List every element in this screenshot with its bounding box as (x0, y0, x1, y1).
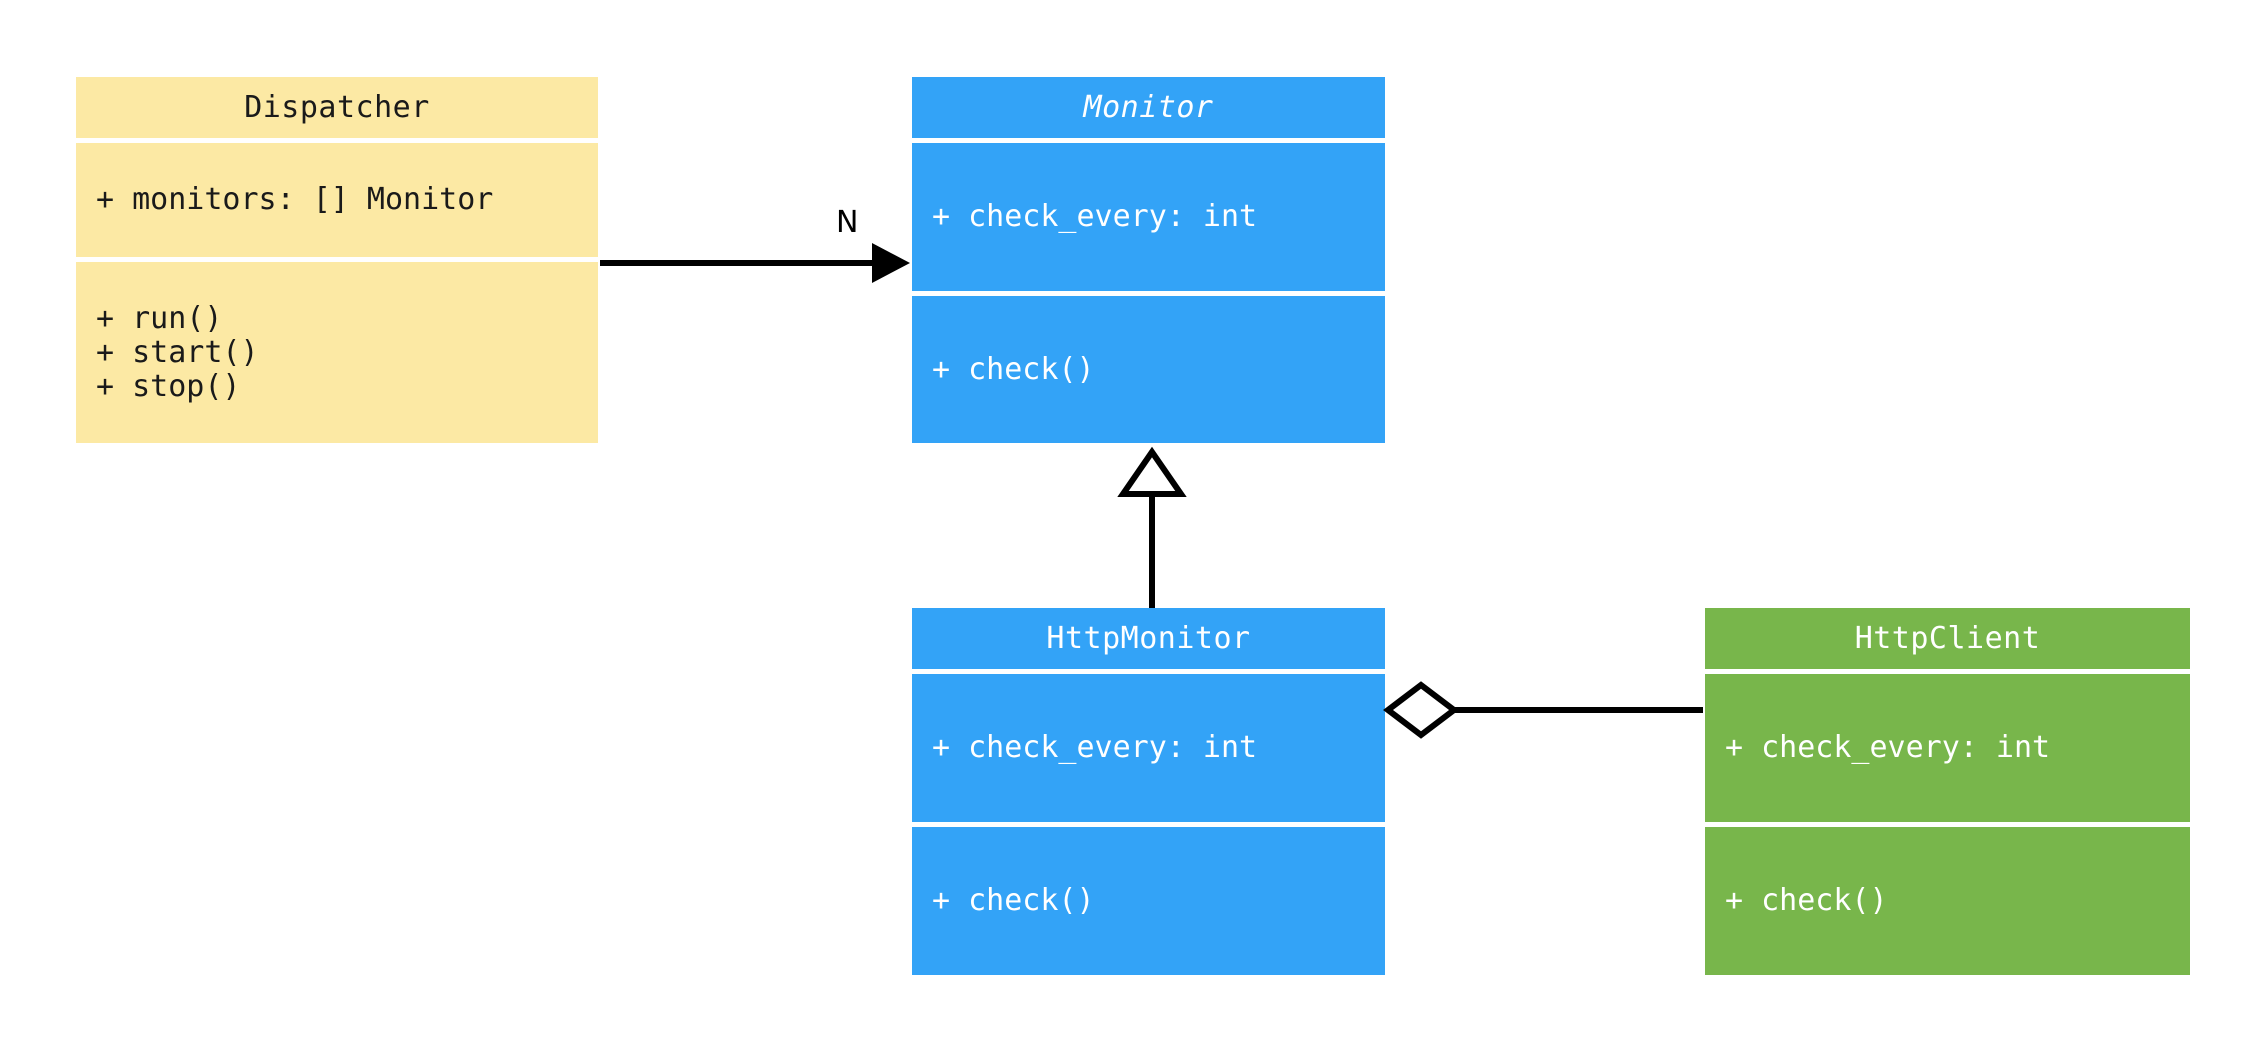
relationship-aggregation-httpmonitor-httpclient (1383, 681, 1703, 739)
monitor-attributes-compartment: + check_every: int (912, 143, 1385, 291)
association-multiplicity-label: N (836, 205, 859, 240)
httpmonitor-attributes-compartment: + check_every: int (912, 674, 1385, 822)
httpmonitor-title-compartment: HttpMonitor (912, 608, 1385, 669)
uml-class-httpmonitor[interactable]: HttpMonitor + check_every: int + check() (912, 608, 1385, 980)
generalization-hollow-triangle (1117, 446, 1187, 497)
monitor-class-name: Monitor (1083, 90, 1214, 125)
httpclient-class-name: HttpClient (1854, 621, 2041, 656)
relationship-generalization-httpmonitor-monitor (1117, 446, 1187, 608)
httpclient-methods-compartment: + check() (1705, 827, 2190, 975)
aggregation-hollow-diamond (1383, 681, 1459, 739)
dispatcher-methods-compartment: + run() + start() + stop() (76, 262, 598, 443)
relationship-association-dispatcher-monitor (600, 243, 910, 283)
monitor-attribute-check-every: + check_every: int (932, 199, 1258, 234)
httpmonitor-methods-compartment: + check() (912, 827, 1385, 975)
uml-class-monitor[interactable]: Monitor + check_every: int + check() (912, 77, 1385, 448)
httpclient-attribute-check-every: + check_every: int (1725, 730, 2051, 765)
dispatcher-attribute-monitors: + monitors: [] Monitor (96, 182, 494, 217)
dispatcher-class-name: Dispatcher (244, 90, 430, 125)
uml-class-httpclient[interactable]: HttpClient + check_every: int + check() (1705, 608, 2190, 980)
httpclient-attributes-compartment: + check_every: int (1705, 674, 2190, 822)
httpmonitor-class-name: HttpMonitor (1046, 621, 1251, 656)
monitor-method-check: + check() (932, 351, 1095, 387)
dispatcher-title-compartment: Dispatcher (76, 77, 598, 138)
dispatcher-attributes-compartment: + monitors: [] Monitor (76, 143, 598, 257)
dispatcher-method-stop: + stop() (96, 368, 241, 404)
uml-class-dispatcher[interactable]: Dispatcher + monitors: [] Monitor + run(… (76, 77, 598, 448)
httpclient-title-compartment: HttpClient (1705, 608, 2190, 669)
httpmonitor-method-check: + check() (932, 883, 1095, 918)
dispatcher-method-start: + start() (96, 334, 259, 370)
association-filled-arrowhead (872, 243, 910, 283)
monitor-methods-compartment: + check() (912, 296, 1385, 443)
monitor-title-compartment: Monitor (912, 77, 1385, 138)
httpclient-method-check: + check() (1725, 883, 1888, 918)
httpmonitor-attribute-check-every: + check_every: int (932, 730, 1258, 765)
dispatcher-method-run: + run() (96, 300, 223, 336)
